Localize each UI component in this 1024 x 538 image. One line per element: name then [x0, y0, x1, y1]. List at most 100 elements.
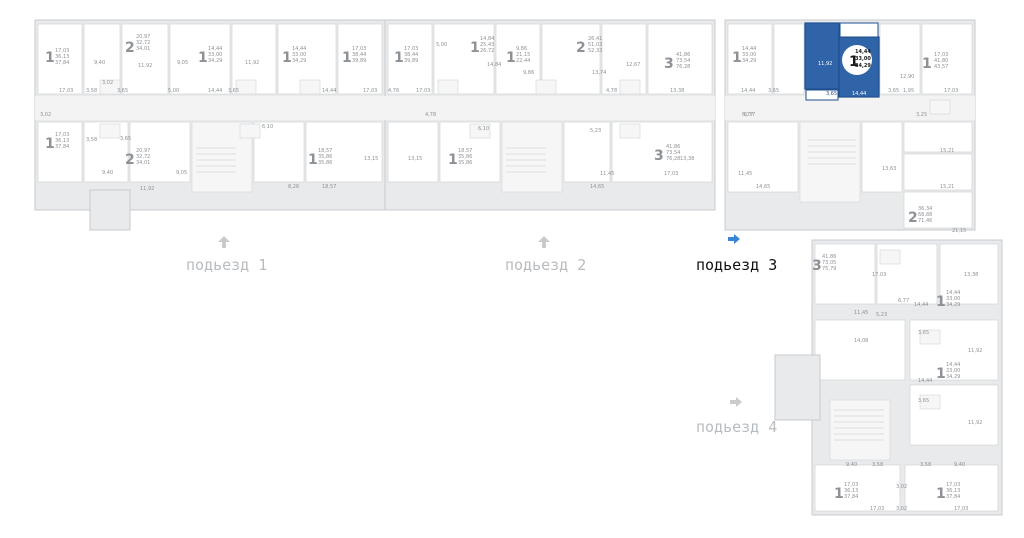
svg-text:34,01: 34,01 — [136, 160, 150, 166]
arrow-right-icon — [728, 234, 740, 244]
svg-text:76,28: 76,28 — [666, 156, 680, 162]
selected-area-total: 33,00 — [855, 56, 871, 62]
svg-text:13,38: 13,38 — [964, 272, 978, 278]
svg-text:35,86: 35,86 — [458, 154, 472, 160]
entrance-3-label: подьезд 3 — [696, 256, 777, 274]
svg-text:1: 1 — [342, 50, 352, 66]
svg-text:4,78: 4,78 — [388, 88, 399, 94]
selected-room-3: 3,65 — [826, 91, 837, 97]
svg-text:3,02: 3,02 — [102, 80, 113, 86]
svg-text:8,26: 8,26 — [288, 184, 299, 190]
svg-text:17,03: 17,03 — [664, 171, 678, 177]
svg-text:37,84: 37,84 — [844, 494, 858, 500]
svg-text:17,03: 17,03 — [404, 46, 418, 52]
svg-text:11,92: 11,92 — [138, 63, 152, 69]
svg-text:4,78: 4,78 — [606, 88, 617, 94]
svg-text:11,45: 11,45 — [738, 171, 752, 177]
svg-text:13,38: 13,38 — [670, 88, 684, 94]
svg-text:9,40: 9,40 — [846, 462, 857, 468]
svg-text:3: 3 — [812, 258, 822, 274]
selected-area-living: 14,44 — [855, 49, 871, 55]
svg-text:9,86: 9,86 — [516, 46, 527, 52]
svg-text:73,54: 73,54 — [666, 150, 680, 156]
svg-text:3,02: 3,02 — [896, 506, 907, 512]
svg-text:41,86: 41,86 — [822, 254, 836, 260]
svg-text:1: 1 — [834, 486, 844, 502]
svg-text:1: 1 — [448, 152, 458, 168]
svg-text:3: 3 — [654, 148, 664, 164]
arrow-right-icon — [730, 397, 742, 407]
svg-text:14,44: 14,44 — [208, 88, 222, 94]
svg-text:1: 1 — [45, 136, 55, 152]
selected-room-2: 14,44 — [852, 91, 866, 97]
svg-text:41,80: 41,80 — [934, 58, 948, 64]
svg-text:22,44: 22,44 — [516, 58, 530, 64]
svg-text:1: 1 — [308, 152, 318, 168]
svg-text:34,29: 34,29 — [742, 58, 756, 64]
svg-text:1,95: 1,95 — [903, 88, 914, 94]
svg-text:14,44: 14,44 — [946, 362, 960, 368]
selected-rooms: 1 — [849, 54, 859, 70]
svg-text:11,92: 11,92 — [245, 60, 259, 66]
svg-text:4,78: 4,78 — [425, 112, 436, 118]
svg-text:21,15: 21,15 — [952, 228, 966, 234]
svg-text:25,43: 25,43 — [480, 42, 494, 48]
entrance-1[interactable]: подьезд 1 — [186, 236, 267, 274]
svg-text:1: 1 — [506, 50, 516, 66]
svg-text:14,84: 14,84 — [480, 36, 494, 42]
svg-text:3,02: 3,02 — [40, 112, 51, 118]
svg-text:17,03: 17,03 — [416, 88, 430, 94]
svg-text:12,67: 12,67 — [626, 62, 640, 68]
svg-text:3,65: 3,65 — [117, 88, 128, 94]
entrance-2-label: подьезд 2 — [505, 256, 586, 274]
svg-text:12,90: 12,90 — [900, 74, 914, 80]
svg-text:1: 1 — [470, 40, 480, 56]
svg-text:3,02: 3,02 — [896, 484, 907, 490]
svg-text:17,03: 17,03 — [55, 48, 69, 54]
svg-text:14,44: 14,44 — [208, 46, 222, 52]
svg-text:35,86: 35,86 — [318, 160, 332, 166]
svg-text:3,65: 3,65 — [228, 88, 239, 94]
svg-text:37,84: 37,84 — [55, 144, 69, 150]
svg-text:9,05: 9,05 — [177, 60, 188, 66]
svg-text:5,23: 5,23 — [590, 128, 601, 134]
svg-text:33,00: 33,00 — [946, 296, 960, 302]
svg-text:3,58: 3,58 — [86, 137, 97, 143]
svg-text:13,63: 13,63 — [882, 166, 896, 172]
entrance-3[interactable]: подьезд 3 — [696, 234, 777, 274]
svg-text:26,41: 26,41 — [588, 36, 602, 42]
svg-text:13,15: 13,15 — [408, 156, 422, 162]
svg-text:3,25: 3,25 — [916, 112, 927, 118]
svg-text:6,77: 6,77 — [898, 298, 909, 304]
svg-text:17,03: 17,03 — [954, 506, 968, 512]
entrance-2[interactable]: подьезд 2 — [505, 236, 586, 274]
svg-text:71,46: 71,46 — [918, 218, 932, 224]
selected-apartment[interactable]: 1 14,44 33,00 34,29 11,92 14,44 3,65 — [804, 22, 880, 101]
entrance-4[interactable]: подьезд 4 — [696, 397, 777, 436]
selected-room-1: 11,92 — [818, 61, 832, 67]
